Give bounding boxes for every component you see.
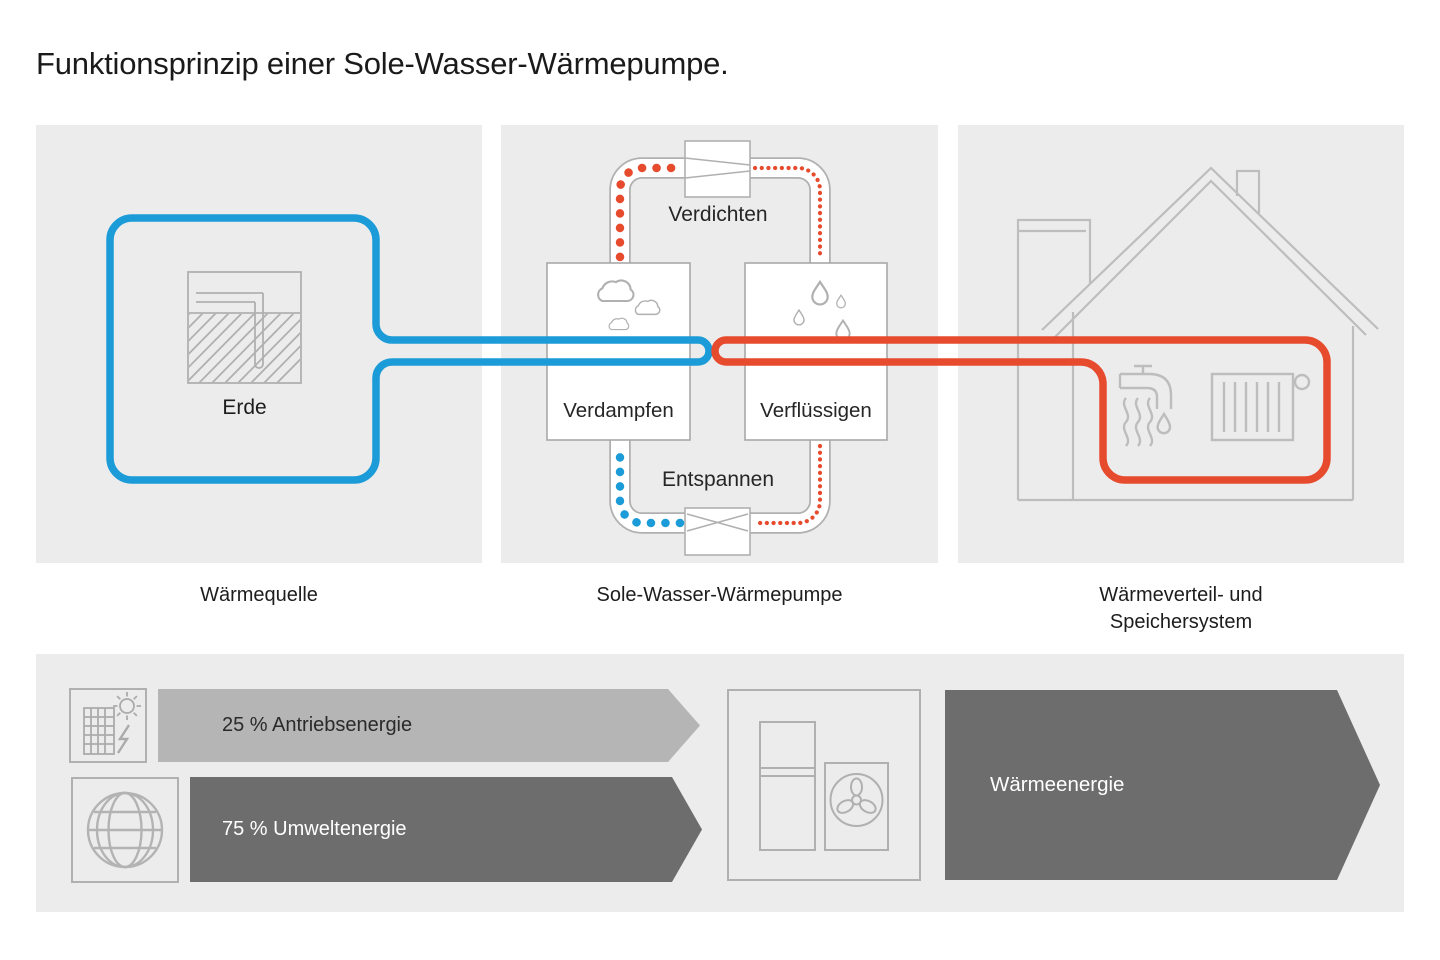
caption-heat-pump: Sole-Wasser-Wärmepumpe — [596, 584, 843, 606]
page-title: Funktionsprinzip einer Sole-Wasser-Wärme… — [36, 46, 729, 81]
ground-label: Erde — [222, 396, 267, 419]
heat-energy-label: Wärmeenergie — [990, 773, 1125, 796]
energy-flow-bar — [36, 654, 1404, 912]
process-label-evaporate: Verdampfen — [563, 399, 674, 422]
environment-energy-label: 75 % Umweltenergie — [222, 818, 407, 840]
caption-heat-source: Wärmequelle — [200, 584, 318, 606]
process-label-compress: Verdichten — [668, 203, 768, 226]
distribution-panel — [958, 125, 1404, 563]
heat-source-panel — [36, 125, 482, 563]
heat-pump-panel — [501, 125, 938, 563]
drive-energy-label: 25 % Antriebsenergie — [222, 714, 413, 736]
caption-distribution-line2: Speichersystem — [1109, 611, 1253, 633]
caption-distribution: Wärmeverteil- und Speichersystem — [958, 582, 1404, 636]
caption-distribution-line1: Wärmeverteil- und — [1099, 584, 1263, 606]
process-label-expand: Entspannen — [661, 468, 775, 491]
process-label-condense: Verflüssigen — [760, 399, 872, 422]
